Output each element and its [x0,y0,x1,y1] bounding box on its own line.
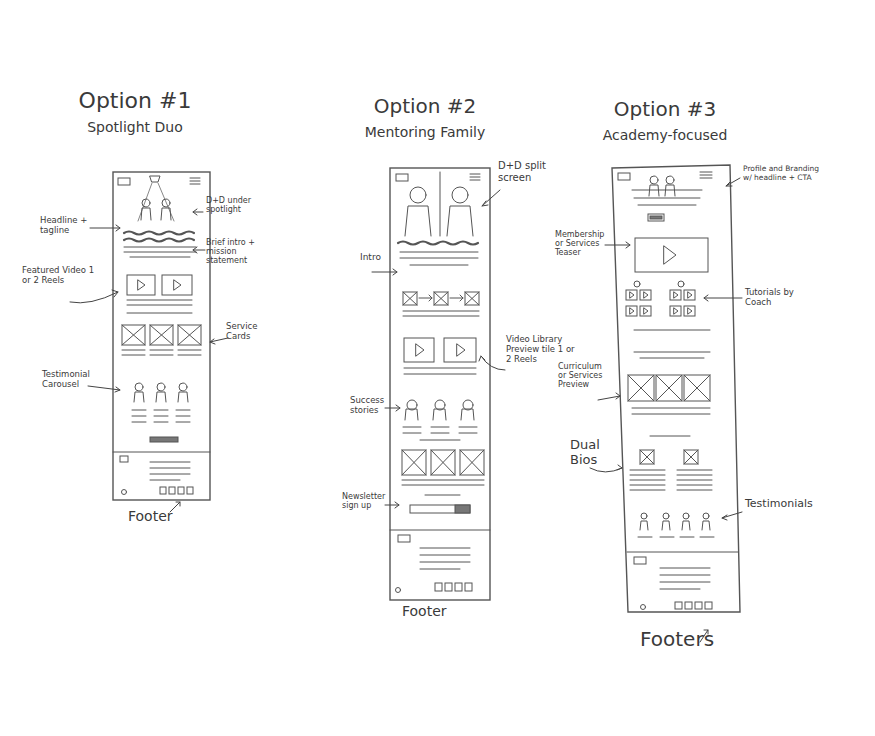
annotation-label: D+D split screen [498,160,553,183]
annotation-label: Headline + tagline [40,216,90,236]
annotation-label: Footers [640,628,720,651]
annotation-label: Tutorials by Coach [745,288,807,308]
annotation-label: Service Cards [226,322,276,342]
option-title: Option #2 [345,95,505,118]
option-subtitle: Mentoring Family [345,124,505,140]
option-column: Option #2 Mentoring Family [345,95,505,140]
annotation-label: Brief intro + mission statement [206,238,274,266]
annotation-label: Newsletter sign up [342,492,386,510]
annotation-label: Featured Video 1 or 2 Reels [22,266,104,286]
annotation-label: Success stories [350,396,386,416]
annotation-label: Profile and Branding w/ headline + CTA [743,165,823,182]
option-subtitle: Spotlight Duo [60,119,210,135]
option-title: Option #1 [60,88,210,113]
option-column: Option #3 Academy-focused [585,98,745,143]
annotation-label: Video Library Preview tile 1 or 2 Reels [506,335,581,364]
annotation-label: Dual Bios [570,438,620,468]
option-column: Option #1 Spotlight Duo [60,88,210,135]
annotation-label: Footer [128,508,172,524]
annotation-label: Testimonials [745,498,830,511]
annotation-label: Membership or Services Teaser [555,230,605,258]
annotation-label: Curriculum or Services Preview [558,362,608,390]
annotation-label: Footer [402,603,452,619]
option-subtitle: Academy-focused [585,127,745,143]
annotation-label: Testimonial Carousel [42,370,90,390]
option-title: Option #3 [585,98,745,121]
annotation-label: Intro [360,252,390,262]
annotation-label: D+D under spotlight [206,196,268,214]
